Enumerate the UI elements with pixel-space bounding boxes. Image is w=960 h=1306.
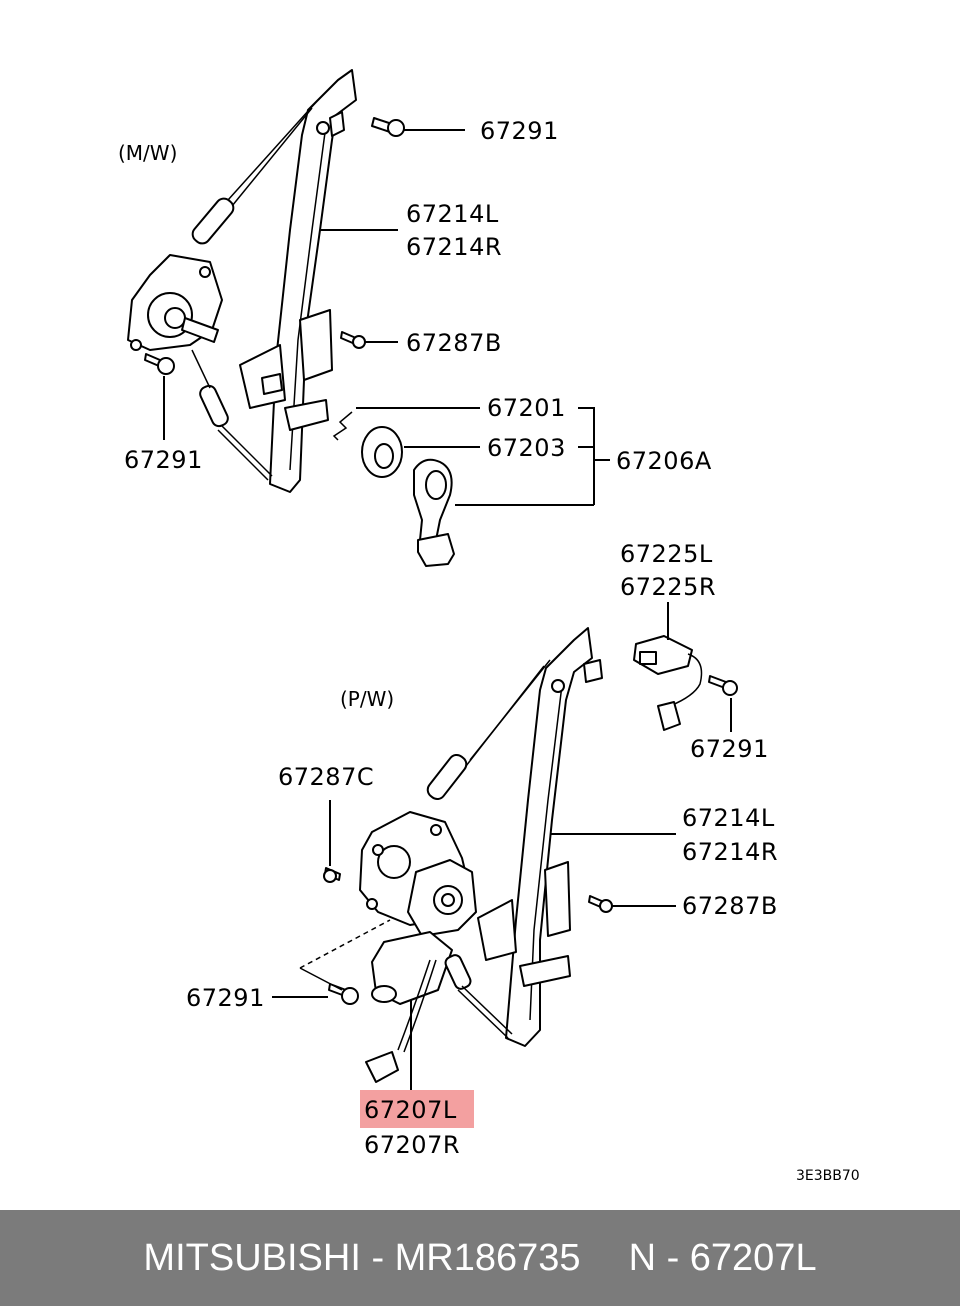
group-label-manual: (M/W)	[118, 141, 177, 165]
highlight-67207L	[360, 1090, 474, 1128]
label-67214R-mw: 67214R	[406, 233, 502, 261]
group-label-power: (P/W)	[340, 687, 394, 711]
bolt-67291-mw-bottom	[144, 353, 175, 375]
screw-67287B-pw	[588, 895, 613, 913]
label-67287C: 67287C	[278, 763, 374, 791]
label-67291-pw-left: 67291	[186, 984, 265, 1012]
label-67203: 67203	[487, 434, 566, 462]
label-67291-top: 67291	[480, 117, 559, 145]
label-67206A: 67206A	[616, 447, 712, 475]
label-67207L: 67207L	[364, 1096, 457, 1124]
footer-reference-number: N - 67207L	[628, 1236, 817, 1279]
switch-67225	[633, 635, 703, 731]
label-67225L: 67225L	[620, 540, 713, 568]
washer-67203	[361, 426, 403, 478]
footer-bar: MITSUBISHI - MR186735 N - 67207L	[0, 1210, 960, 1306]
bolt-67291-pw-left	[328, 983, 359, 1005]
diagram-reference-code: 3E3BB70	[796, 1168, 860, 1184]
label-67287B-pw: 67287B	[682, 892, 778, 920]
label-67201: 67201	[487, 394, 566, 422]
footer-brand-part-number: MITSUBISHI - MR186735	[143, 1236, 581, 1279]
label-67287B-mw: 67287B	[406, 329, 502, 357]
screw-67287B-top	[340, 331, 366, 349]
window-handle-67206A	[413, 458, 455, 567]
label-67214R-pw: 67214R	[682, 838, 778, 866]
bolt-67291-top	[371, 117, 405, 137]
label-67214L-mw: 67214L	[406, 200, 499, 228]
spring-clip-67201	[332, 411, 353, 441]
parts-diagram: (M/W) 67291 67214L 67214R 67287B 67201 6…	[118, 69, 860, 1184]
bolt-67291-pw-right	[708, 675, 738, 696]
label-67291-mw-bottom: 67291	[124, 446, 203, 474]
label-67214L-pw: 67214L	[682, 804, 775, 832]
label-67207R: 67207R	[364, 1131, 460, 1159]
label-67291-pw-right: 67291	[690, 735, 769, 763]
manual-regulator-assembly	[127, 69, 357, 493]
screw-67287C	[323, 867, 341, 883]
power-regulator-assembly	[359, 627, 603, 1083]
label-67225R: 67225R	[620, 573, 716, 601]
